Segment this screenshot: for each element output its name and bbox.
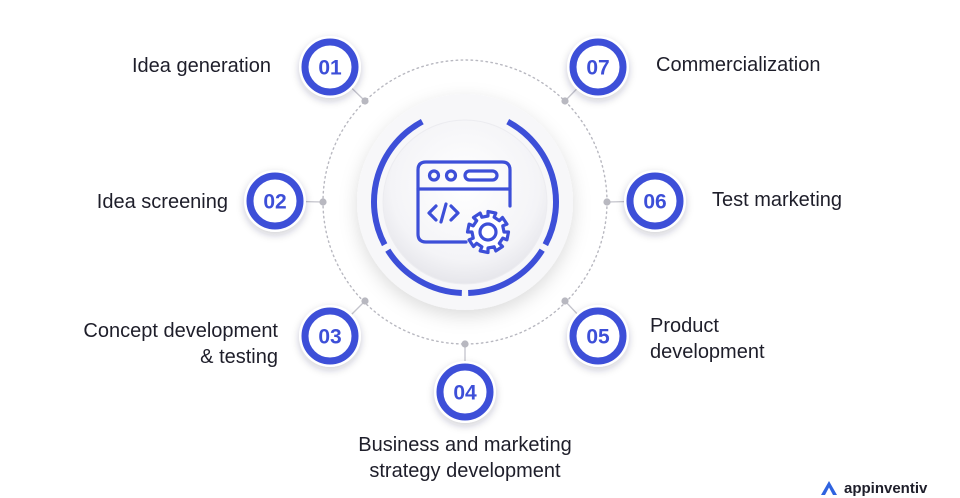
step-badge-07: 07 xyxy=(567,36,629,98)
badge-ring xyxy=(301,307,359,365)
code-window-gear-icon xyxy=(416,160,512,255)
center-arc-segment xyxy=(506,119,559,247)
badge-ring xyxy=(246,172,304,230)
label-line: development xyxy=(650,341,765,363)
label-line: Business and marketing xyxy=(358,434,572,456)
step-badge-01: 01 xyxy=(299,36,361,98)
center-progress-arcs xyxy=(371,119,559,296)
center-inner-disc xyxy=(382,119,548,285)
label-line: Commercialization xyxy=(656,54,821,76)
gear-icon xyxy=(465,209,511,255)
step-number: 02 xyxy=(263,191,286,214)
ring-junction-dot xyxy=(561,97,569,105)
step-badge-05: 05 xyxy=(567,305,629,367)
label-step-06: Test marketing xyxy=(712,187,842,213)
badge-ring xyxy=(626,172,684,230)
label-line: Product xyxy=(650,315,719,337)
gear-outline xyxy=(465,209,511,255)
step-number: 04 xyxy=(453,382,477,405)
ring-junction-dot xyxy=(561,297,569,305)
ring-junction-dot xyxy=(603,198,611,206)
label-step-03: Concept development & testing xyxy=(83,318,278,370)
center-arc-segment xyxy=(468,248,545,296)
ring-junction-dot xyxy=(319,198,327,206)
step-badge-04: 04 xyxy=(434,361,496,423)
step-badge-03: 03 xyxy=(299,305,361,367)
badge-ring xyxy=(436,363,494,421)
ring-junction-dot xyxy=(461,340,469,348)
center-arc-segment xyxy=(385,248,462,296)
badge-ring xyxy=(569,38,627,96)
label-step-07: Commercialization xyxy=(656,52,821,78)
step-number: 07 xyxy=(586,57,609,80)
step-number: 03 xyxy=(318,326,341,349)
step-badges: 01 02 03 04 05 06 07 xyxy=(244,36,686,423)
step-number: 01 xyxy=(318,57,342,80)
label-line: Test marketing xyxy=(712,189,843,211)
label-step-04: Business and marketing strategy developm… xyxy=(265,432,665,484)
step-number: 05 xyxy=(586,326,610,349)
center-arc-segment xyxy=(371,119,424,247)
step-badge-06: 06 xyxy=(624,170,686,232)
label-line: Idea screening xyxy=(96,191,228,213)
step-badge-02: 02 xyxy=(244,170,306,232)
label-line: & testing xyxy=(200,346,278,368)
label-line: strategy development xyxy=(369,460,561,482)
appinventiv-logo-icon xyxy=(821,481,837,495)
label-step-01: Idea generation xyxy=(132,53,271,79)
label-step-05: Product development xyxy=(650,313,765,365)
badge-ring xyxy=(301,38,359,96)
label-line: Idea generation xyxy=(131,55,271,77)
badge-ring xyxy=(569,307,627,365)
step-number: 06 xyxy=(643,191,666,214)
label-line: Concept development xyxy=(83,320,278,342)
label-step-02: Idea screening xyxy=(97,189,228,215)
center-hub xyxy=(357,94,573,310)
gear-hub xyxy=(478,222,498,242)
ring-junction-dot xyxy=(361,297,369,305)
ring-junction-dot xyxy=(361,97,369,105)
brand-name: appinventiv xyxy=(844,479,928,497)
brand-logo: appinventiv xyxy=(820,478,927,498)
